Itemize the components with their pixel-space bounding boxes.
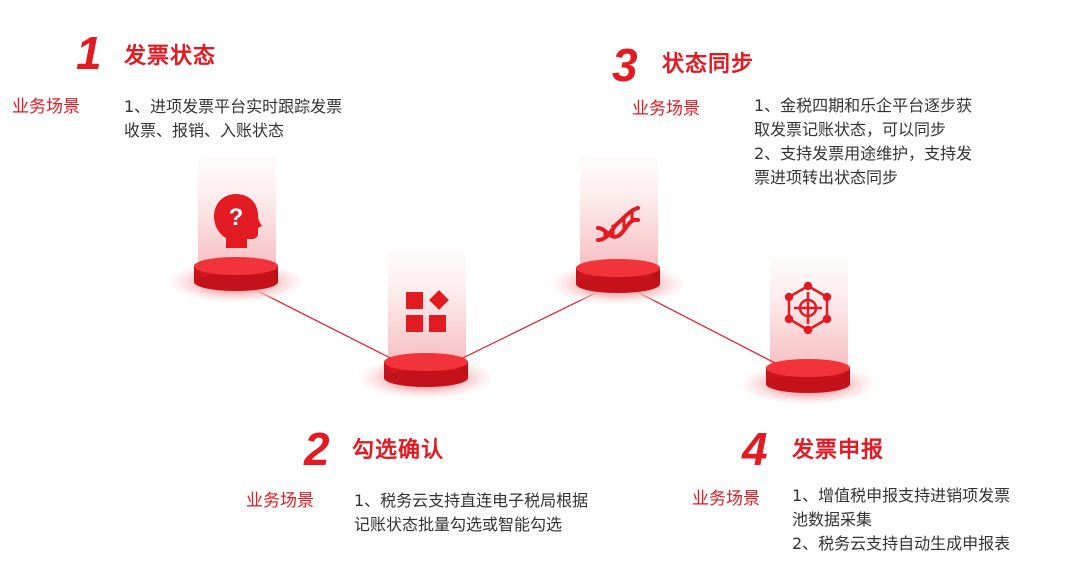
step-number: 1 (76, 27, 102, 79)
scene-label: 业务场景 (692, 489, 760, 509)
desc-line: 收票、报销、入账状态 (124, 121, 285, 140)
pedestal-4 (742, 250, 874, 404)
scene-label: 业务场景 (12, 97, 80, 117)
grid-blocks-icon (406, 290, 449, 332)
step-number: 4 (742, 423, 768, 475)
desc-line: 1、进项发票平台实时跟踪发票 (124, 97, 343, 116)
step-description: 1、税务云支持直连电子税局根据 记账状态批量勾选或智能勾选 (354, 489, 588, 537)
desc-line: 1、增值税申报支持进销项发票 (792, 486, 1011, 505)
step-number: 2 (304, 423, 330, 475)
desc-line: 票进项转出状态同步 (754, 168, 899, 187)
step-title: 发票状态 (124, 44, 217, 69)
desc-line: 记账状态批量勾选或智能勾选 (354, 515, 563, 534)
step-title: 状态同步 (662, 52, 755, 77)
scene-label: 业务场景 (246, 491, 314, 511)
question-head-icon: ? (214, 194, 262, 248)
step-number: 3 (612, 39, 638, 91)
desc-line: 取发票记账状态，可以同步 (754, 120, 947, 139)
svg-text:?: ? (229, 204, 244, 231)
desc-line: 2、税务云支持自动生成申报表 (792, 534, 1011, 553)
desc-line: 池数据采集 (792, 510, 873, 529)
step-description: 1、增值税申报支持进销项发票 池数据采集 2、税务云支持自动生成申报表 (792, 484, 1010, 556)
network-hub-icon (784, 281, 832, 335)
desc-line: 1、税务云支持直连电子税局根据 (354, 491, 589, 510)
dna-icon (596, 206, 640, 242)
step-title: 发票申报 (792, 438, 885, 463)
scene-label: 业务场景 (632, 99, 700, 119)
desc-line: 1、金税四期和乐企平台逐步获 (754, 96, 973, 115)
step-title: 勾选确认 (352, 438, 445, 463)
step-description: 1、金税四期和乐企平台逐步获 取发票记账状态，可以同步 2、支持发票用途维护，支… (754, 94, 972, 190)
pedestal-3 (552, 150, 684, 304)
step-description: 1、进项发票平台实时跟踪发票 收票、报销、入账状态 (124, 95, 342, 143)
connector-lines (235, 279, 809, 381)
desc-line: 2、支持发票用途维护，支持发 (754, 144, 973, 163)
pedestal-2 (360, 244, 492, 398)
